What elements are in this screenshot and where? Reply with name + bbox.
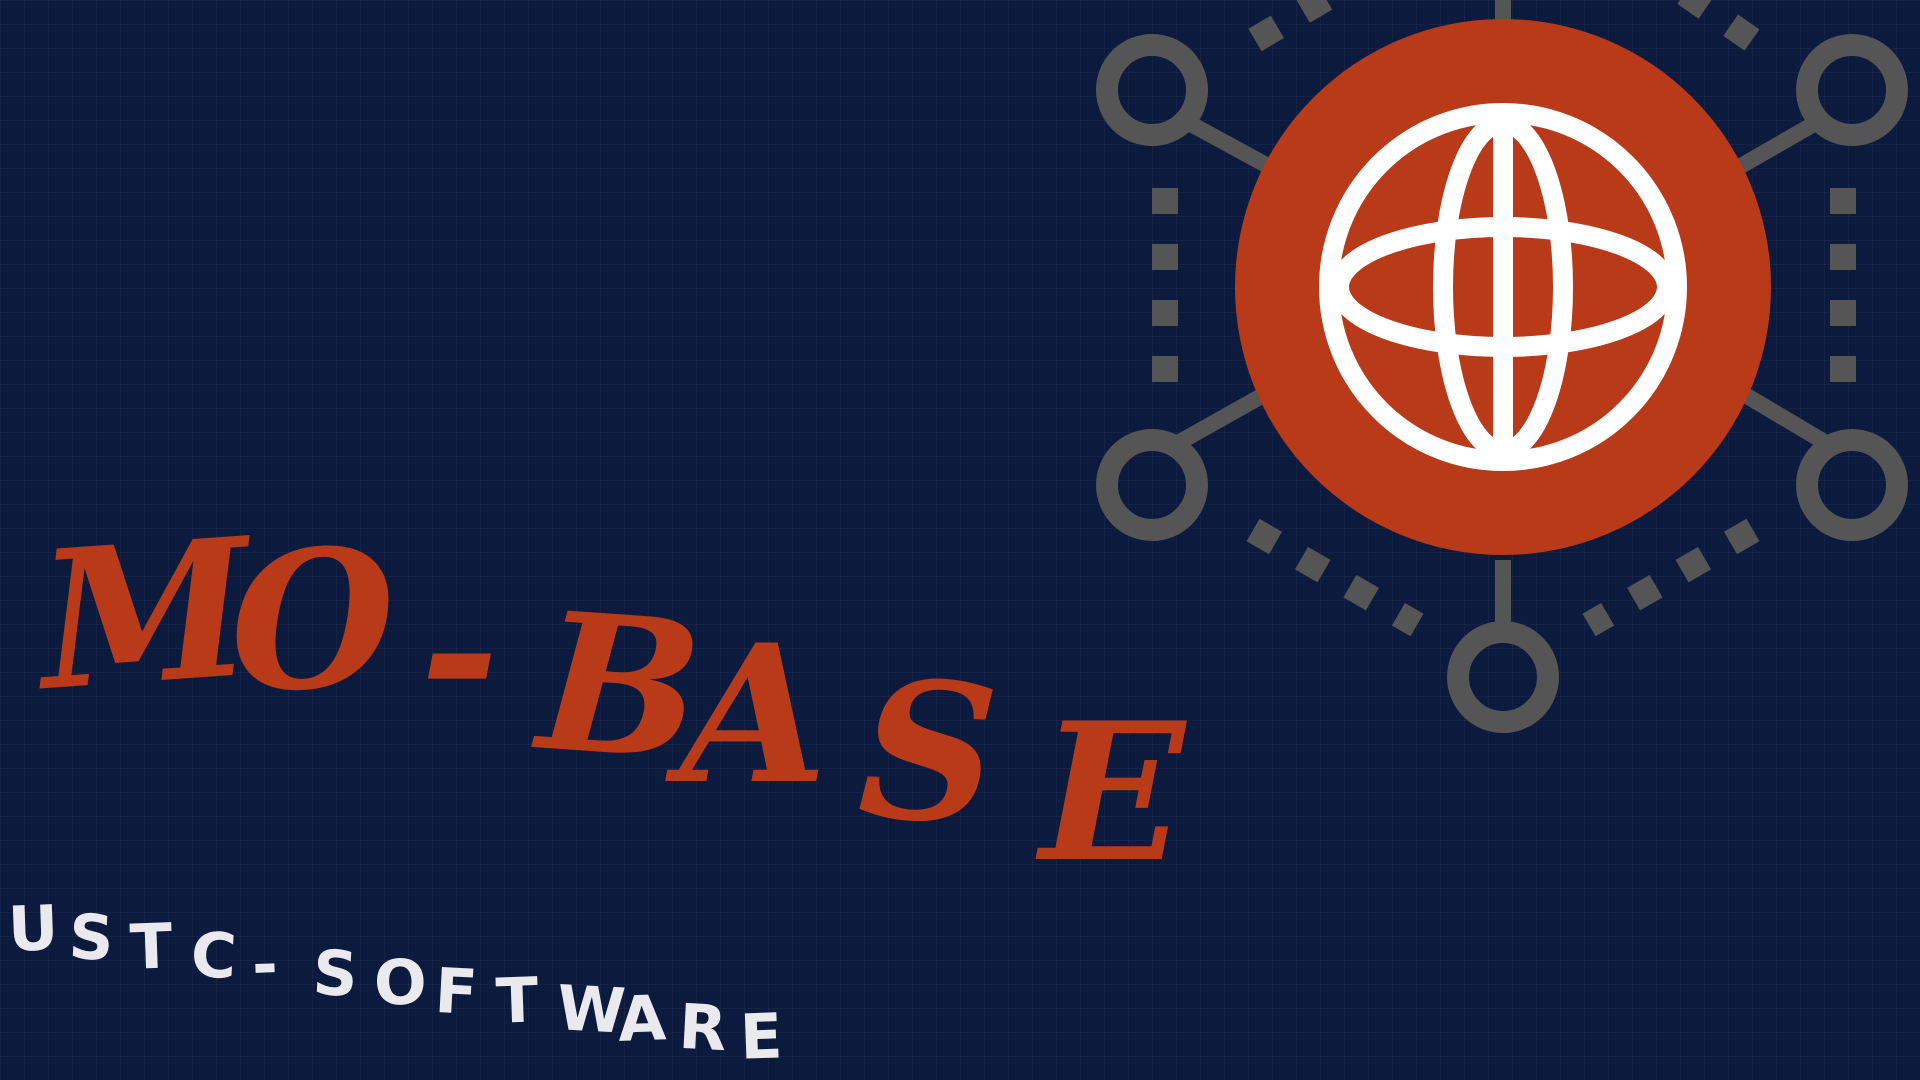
- subtitle-letter: R: [677, 989, 729, 1066]
- subtitle-letter: E: [738, 999, 784, 1074]
- title-letter: M: [32, 495, 258, 734]
- title-letter: S: [854, 637, 1003, 868]
- globe-network-icon: [1096, 0, 1908, 733]
- subtitle-letter: -: [250, 927, 279, 1002]
- subtitle-letter: A: [616, 981, 668, 1056]
- subtitle-letter: S: [311, 935, 360, 1012]
- subtitle-letter: T: [128, 909, 174, 984]
- subtitle-letter: O: [372, 945, 428, 1020]
- subtitle-letter: U: [6, 891, 60, 966]
- title-letter: E: [1040, 681, 1185, 904]
- subtitle-letter: F: [433, 953, 480, 1030]
- subtitle-letter: T: [494, 963, 540, 1038]
- title-letter: -: [420, 539, 499, 762]
- title-letter: O: [226, 506, 400, 735]
- subtitle-letter: C: [189, 917, 239, 994]
- subtitle-letter: S: [67, 899, 116, 976]
- title-letter: A: [680, 603, 828, 826]
